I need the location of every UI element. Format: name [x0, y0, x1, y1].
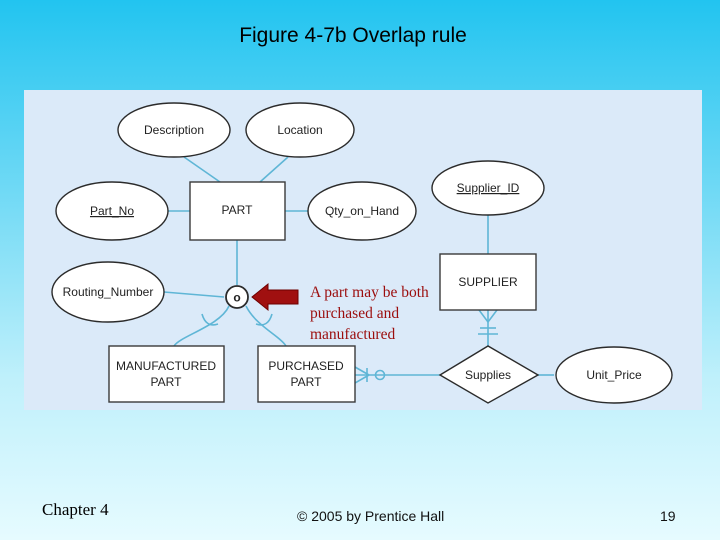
footer-chapter: Chapter 4 — [42, 500, 109, 519]
attribute-description-label: Description — [144, 123, 204, 137]
relationship-supplies: Supplies — [438, 345, 540, 404]
entity-part: PART — [189, 181, 286, 241]
slide-title: Figure 4-7b Overlap rule — [239, 24, 467, 47]
footer-copyright: © 2005 by Prentice Hall — [297, 508, 445, 524]
entity-purchased-part: PURCHASED PART — [257, 345, 356, 403]
attribute-unit-price: Unit_Price — [555, 346, 673, 404]
entity-supplier: SUPPLIER — [439, 253, 537, 311]
left-arrow-icon — [251, 282, 299, 312]
footer-page-number: 19 — [660, 508, 676, 524]
attribute-part-no-label: Part_No — [90, 204, 134, 218]
subtype-marks — [201, 313, 273, 326]
attribute-unit-price-label: Unit_Price — [586, 368, 642, 382]
relationship-supplies-label: Supplies — [465, 368, 511, 382]
attribute-routing-number-label: Routing_Number — [63, 285, 154, 299]
entity-supplier-label: SUPPLIER — [458, 275, 518, 289]
entity-manufactured-part-line1: MANUFACTURED — [116, 359, 216, 373]
attribute-qty-on-hand-label: Qty_on_Hand — [325, 204, 399, 218]
attribute-qty-on-hand: Qty_on_Hand — [307, 181, 417, 241]
attribute-part-no: Part_No — [55, 181, 169, 241]
overlap-subtype-circle: o — [225, 285, 249, 309]
attribute-routing-number: Routing_Number — [51, 261, 165, 323]
overlap-symbol-label: o — [233, 291, 240, 305]
attribute-location: Location — [245, 102, 355, 158]
overlap-callout-text: A part may be both purchased and manufac… — [310, 284, 429, 343]
attribute-location-label: Location — [277, 123, 322, 137]
entity-purchased-part-line2: PART — [291, 375, 323, 389]
er-diagram: Description Location Part_No Qty_on_Hand… — [24, 90, 702, 410]
attribute-description: Description — [117, 102, 231, 158]
attribute-supplier-id: Supplier_ID — [431, 160, 545, 216]
entity-purchased-part-line1: PURCHASED — [268, 359, 344, 373]
entity-manufactured-part-line2: PART — [151, 375, 183, 389]
attribute-supplier-id-label: Supplier_ID — [457, 181, 520, 195]
entity-manufactured-part: MANUFACTURED PART — [108, 345, 225, 403]
entity-part-label: PART — [222, 203, 254, 217]
cardinality-marks — [354, 309, 498, 384]
